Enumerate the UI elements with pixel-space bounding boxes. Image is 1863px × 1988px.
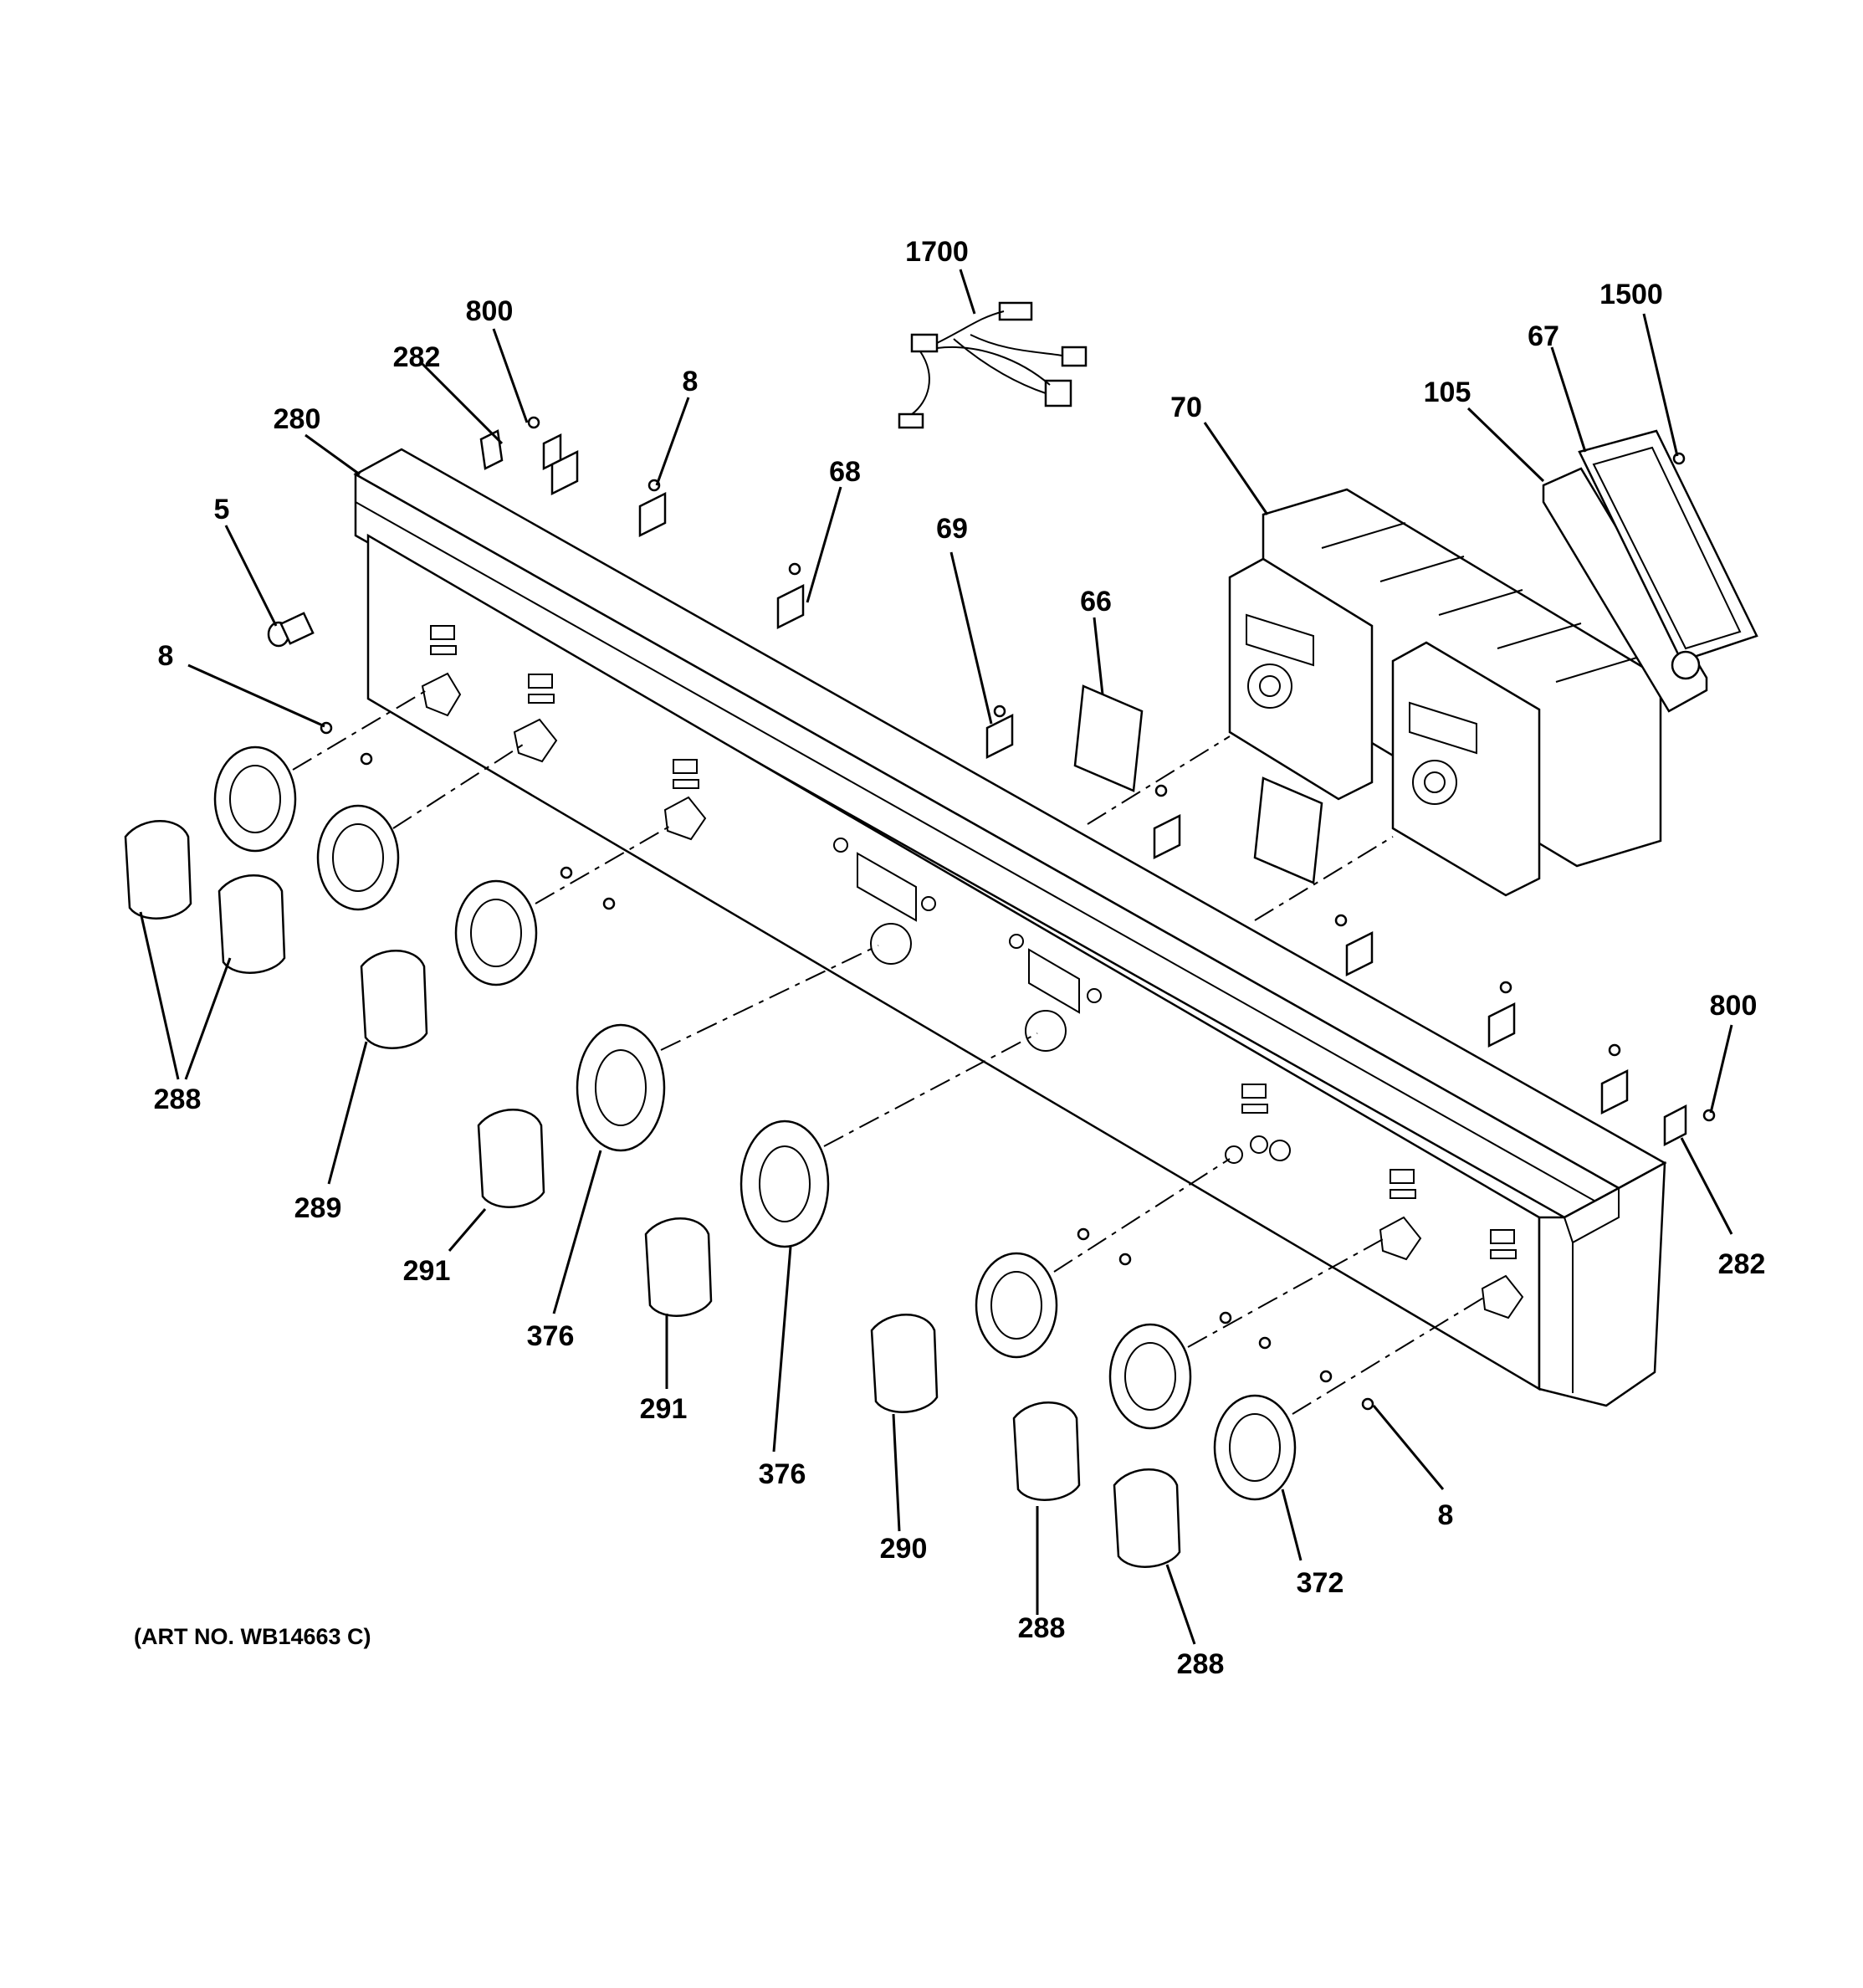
callout-291-left: 291 (403, 1255, 451, 1287)
callout-800-top: 800 (466, 295, 514, 327)
callout-labels: 1700 800 282 8 1500 67 105 70 280 68 5 6… (154, 236, 1766, 1680)
bezels (213, 746, 1297, 1501)
callout-8-right: 8 (1438, 1499, 1454, 1531)
callout-1700: 1700 (905, 236, 969, 268)
clock-timer-upper (1228, 557, 1374, 801)
callout-68: 68 (829, 456, 861, 488)
callout-70: 70 (1170, 392, 1202, 423)
callout-372: 372 (1297, 1567, 1344, 1599)
callout-282-right: 282 (1718, 1248, 1766, 1280)
lens-66 (1073, 684, 1144, 792)
callout-282-top: 282 (393, 341, 441, 373)
lens-lower (1253, 776, 1323, 884)
callout-376-left: 376 (527, 1320, 575, 1352)
callout-376-middle: 376 (759, 1458, 806, 1490)
brackets (479, 429, 1687, 1147)
callout-288-bottom-right: 288 (1177, 1648, 1225, 1680)
callout-5: 5 (214, 494, 230, 525)
callout-66: 66 (1080, 586, 1112, 617)
callout-105: 105 (1424, 377, 1471, 408)
circuit-board-105 (1542, 467, 1708, 713)
callout-69: 69 (936, 513, 968, 545)
callout-8-top: 8 (683, 366, 699, 397)
callout-290: 290 (880, 1533, 928, 1565)
wire-harness-1700 (898, 301, 1088, 429)
callout-280: 280 (274, 403, 321, 435)
callout-288-left: 288 (154, 1084, 202, 1115)
control-panel-280 (353, 448, 1667, 1407)
assembly-lines (292, 689, 1486, 1415)
frame-67 (1578, 429, 1758, 680)
callout-288-bottom: 288 (1018, 1612, 1066, 1644)
knobs (124, 820, 1181, 1568)
art-number: (ART NO. WB14663 C) (134, 1624, 371, 1649)
panel-labels (421, 625, 1524, 1319)
callout-291-middle: 291 (640, 1393, 688, 1425)
leader-lines (139, 269, 1733, 1645)
callout-67: 67 (1528, 320, 1559, 352)
callout-289: 289 (294, 1192, 342, 1224)
clock-timer-lower (1391, 641, 1541, 897)
callout-8-left: 8 (158, 640, 174, 672)
indicator-light-5 (267, 612, 315, 648)
callout-800-right: 800 (1710, 990, 1758, 1022)
callout-1500: 1500 (1599, 279, 1663, 310)
